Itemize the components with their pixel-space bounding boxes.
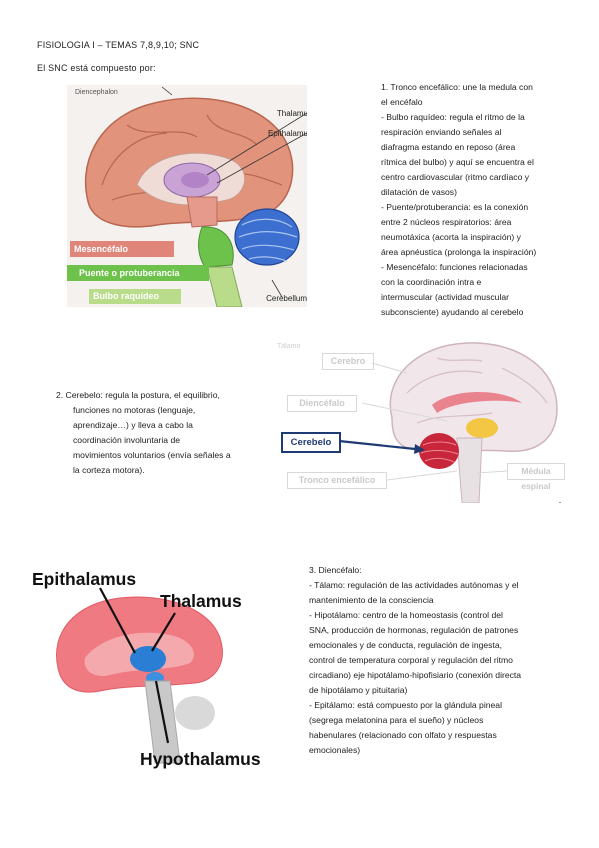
mesencefalo-tag: Mesencéfalo (70, 241, 174, 257)
epithalamus-label: Epithalamus (268, 129, 307, 138)
intro-text: El SNC está compuesto por: (37, 63, 156, 73)
thalamus-label: Thalamus (277, 109, 307, 118)
cerebellum-label: Cerebellum (266, 294, 307, 303)
talamo-label: Tálamo (277, 343, 300, 350)
puente-tag: Puente o protuberancia (67, 265, 209, 281)
section2-text: 2. Cerebelo: regula la postura, el equil… (56, 390, 231, 475)
diencefalo-tag: Diencéfalo (287, 395, 357, 412)
document-title: FISIOLOGIA I – TEMAS 7,8,9,10; SNC (37, 40, 200, 50)
section3-text: 3. Diencéfalo: - Tálamo: regulación de l… (309, 565, 522, 755)
cerebellum-figure: Tálamo Cerebro Diencéfalo Cerebelo Tronc… (267, 333, 567, 503)
thalamus-label-3: Thalamus (160, 591, 242, 611)
bulbo-tag: Bulbo raquídeo (89, 289, 181, 304)
hypothalamus-label: Hypothalamus (140, 749, 261, 769)
diencephalon-label: Diencephalon (75, 89, 118, 96)
cerebelo-tag: Cerebelo (281, 432, 341, 453)
section1-text: 1. Tronco encefálico: une la medula con … (381, 82, 537, 317)
diencephalon-figure: Epithalamus Thalamus Hypothalamus (30, 563, 295, 773)
tronco-tag: Tronco encefálico (287, 472, 387, 489)
medula-tag: Médula espinal (507, 463, 565, 491)
brainstem-figure: Diencephalon Thalamus Epithalamus Cerebe… (67, 85, 307, 307)
cerebro-tag: Cerebro (322, 353, 374, 370)
epithalamus-label: Epithalamus (32, 569, 136, 589)
